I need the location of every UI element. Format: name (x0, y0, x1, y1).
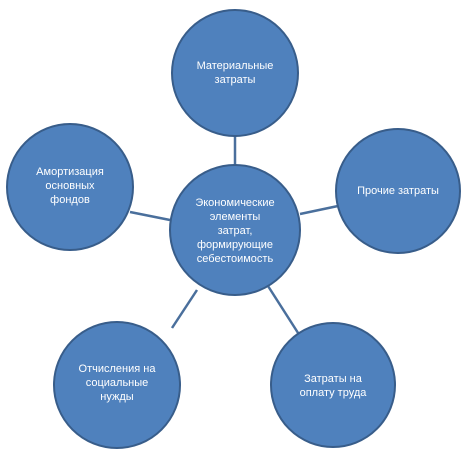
connector-social (170, 289, 199, 329)
node-material-circle (171, 9, 299, 137)
center-node-circle (169, 164, 301, 296)
node-social-circle (53, 321, 181, 449)
connector-labor (266, 285, 302, 337)
connector-other (299, 204, 339, 216)
connector-depreciation (129, 210, 171, 222)
node-other-circle (335, 128, 461, 254)
node-labor-circle (270, 322, 396, 448)
node-depreciation-circle (6, 123, 134, 251)
